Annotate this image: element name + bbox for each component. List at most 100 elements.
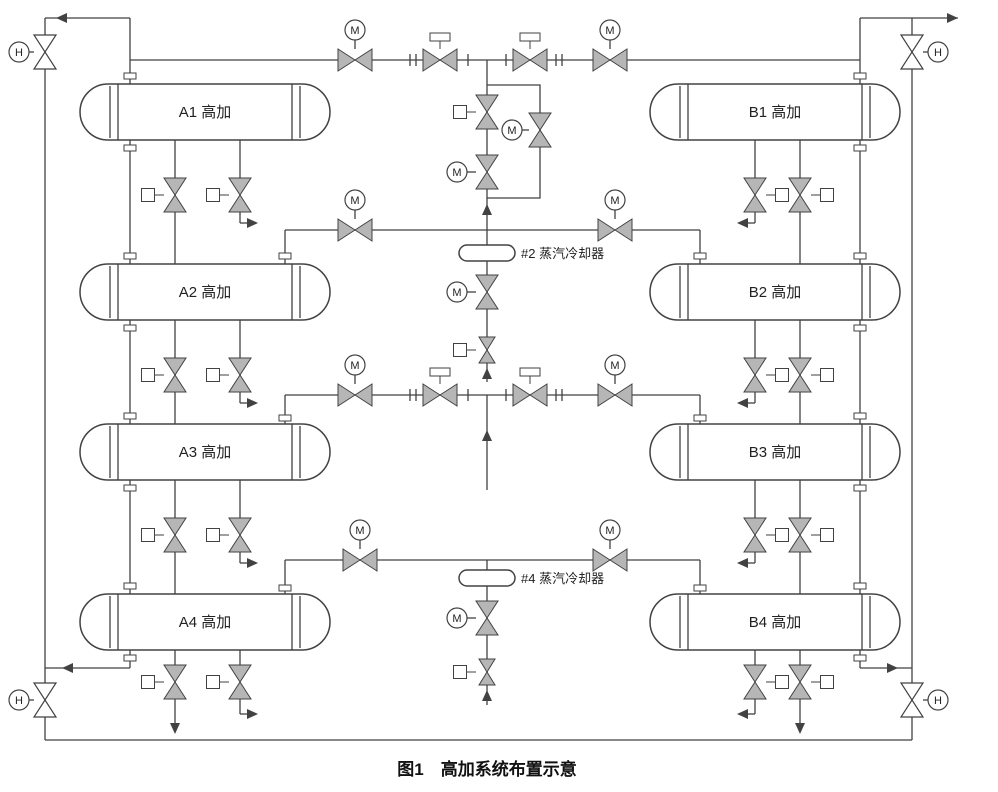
valve-icon xyxy=(788,357,812,393)
actuator-icon xyxy=(765,528,789,542)
motor-label: M xyxy=(355,525,364,537)
valve-icon xyxy=(337,383,373,407)
hand-valve: H xyxy=(8,682,57,718)
flow-arrow xyxy=(62,663,73,673)
motor-circle xyxy=(446,281,468,303)
motor-label: M xyxy=(350,195,359,207)
vessel-a2: A2 高加 xyxy=(79,263,331,321)
flow-arrow xyxy=(247,558,258,568)
actuator-icon xyxy=(429,367,451,385)
vessel-a3: A3 高加 xyxy=(79,423,331,481)
drain-valve xyxy=(743,177,789,213)
motor-circle xyxy=(344,19,366,41)
valve-icon xyxy=(528,112,552,148)
motor-circle xyxy=(501,119,523,141)
vessel-a4-label: A4 高加 xyxy=(179,614,232,631)
steam-cooler-4-label: #4 蒸汽冷却器 xyxy=(521,571,604,586)
drain-valve xyxy=(206,177,252,213)
motor-label: M xyxy=(610,195,619,207)
drain-valve xyxy=(743,517,789,553)
actuator-icon xyxy=(765,675,789,689)
valve-icon xyxy=(900,682,924,718)
valve-icon xyxy=(592,548,628,572)
drain-valve xyxy=(206,517,252,553)
actuator-icon xyxy=(141,528,165,542)
vessel-b3-label: B3 高加 xyxy=(749,444,802,461)
flow-arrow xyxy=(247,709,258,719)
valve-icon xyxy=(33,34,57,70)
vessel-a1: A1 高加 xyxy=(79,83,331,141)
vessel-a3-label: A3 高加 xyxy=(179,444,232,461)
vessel-b4: B4 高加 xyxy=(649,593,901,651)
actuator-icon xyxy=(429,32,451,50)
vessels: A1 高加 A2 高加 A3 高加 A4 高加 B1 高加 xyxy=(79,83,901,651)
flow-arrow xyxy=(482,690,492,701)
actuator-icon xyxy=(206,675,230,689)
gate-valve xyxy=(422,32,458,72)
drain-valve xyxy=(743,357,789,393)
drain-valve xyxy=(788,177,834,213)
motor-circle xyxy=(604,189,626,211)
actuator-icon xyxy=(453,343,477,357)
flange-marks xyxy=(123,72,867,662)
motor-circle xyxy=(604,354,626,376)
flow-arrow xyxy=(887,663,898,673)
motor-label: M xyxy=(507,125,516,137)
actuator-icon xyxy=(765,368,789,382)
valve-icon xyxy=(900,34,924,70)
drain-valve xyxy=(743,664,789,700)
valve-icon xyxy=(743,357,767,393)
gate-valve xyxy=(512,367,548,407)
valve-icon xyxy=(228,517,252,553)
hand-valve: H xyxy=(900,682,949,718)
hand-circle xyxy=(8,41,30,63)
valve-icon xyxy=(33,682,57,718)
actuator-icon xyxy=(810,188,834,202)
valves: M M M M xyxy=(8,19,949,718)
motor-valve: M xyxy=(592,19,628,72)
hand-label: H xyxy=(15,47,23,59)
actuator-icon xyxy=(453,665,477,679)
motor-valve: M xyxy=(597,354,633,407)
motor-label: M xyxy=(350,25,359,37)
valve-icon xyxy=(597,218,633,242)
hand-circle xyxy=(927,689,949,711)
valve-icon xyxy=(342,548,378,572)
vessel-b3: B3 高加 xyxy=(649,423,901,481)
flow-arrow xyxy=(170,723,180,734)
motor-label: M xyxy=(452,613,461,625)
motor-valve: M xyxy=(592,519,628,572)
valve-icon xyxy=(422,383,458,407)
motor-label: M xyxy=(452,287,461,299)
motor-circle xyxy=(599,519,621,541)
valve-icon xyxy=(475,94,499,130)
vessel-b1-label: B1 高加 xyxy=(749,104,802,121)
vessel-b4-label: B4 高加 xyxy=(749,614,802,631)
actuator-icon xyxy=(141,675,165,689)
actuator-icon xyxy=(141,368,165,382)
valve-icon xyxy=(743,177,767,213)
vessel-a1-label: A1 高加 xyxy=(179,104,232,121)
hand-label: H xyxy=(934,47,942,59)
valve-icon xyxy=(337,48,373,72)
vessel-b2: B2 高加 xyxy=(649,263,901,321)
flow-arrow xyxy=(795,723,805,734)
flow-arrow xyxy=(737,709,748,719)
drain-valve xyxy=(141,517,187,553)
drain-valve xyxy=(206,357,252,393)
flow-arrow xyxy=(247,218,258,228)
valve-icon xyxy=(592,48,628,72)
motor-valve: M xyxy=(342,519,378,572)
motor-circle xyxy=(599,19,621,41)
drain-valve xyxy=(206,664,252,700)
gate-valve xyxy=(512,32,548,72)
steam-cooler-2: #2 蒸汽冷却器 xyxy=(458,244,604,262)
motor-label: M xyxy=(605,25,614,37)
flow-arrow xyxy=(947,13,958,23)
motor-circle xyxy=(446,161,468,183)
hand-valve: H xyxy=(900,34,949,70)
hand-label: H xyxy=(934,695,942,707)
valve-icon xyxy=(475,154,499,190)
steam-cooler-4: #4 蒸汽冷却器 xyxy=(458,569,604,587)
motor-valve: M xyxy=(337,19,373,72)
